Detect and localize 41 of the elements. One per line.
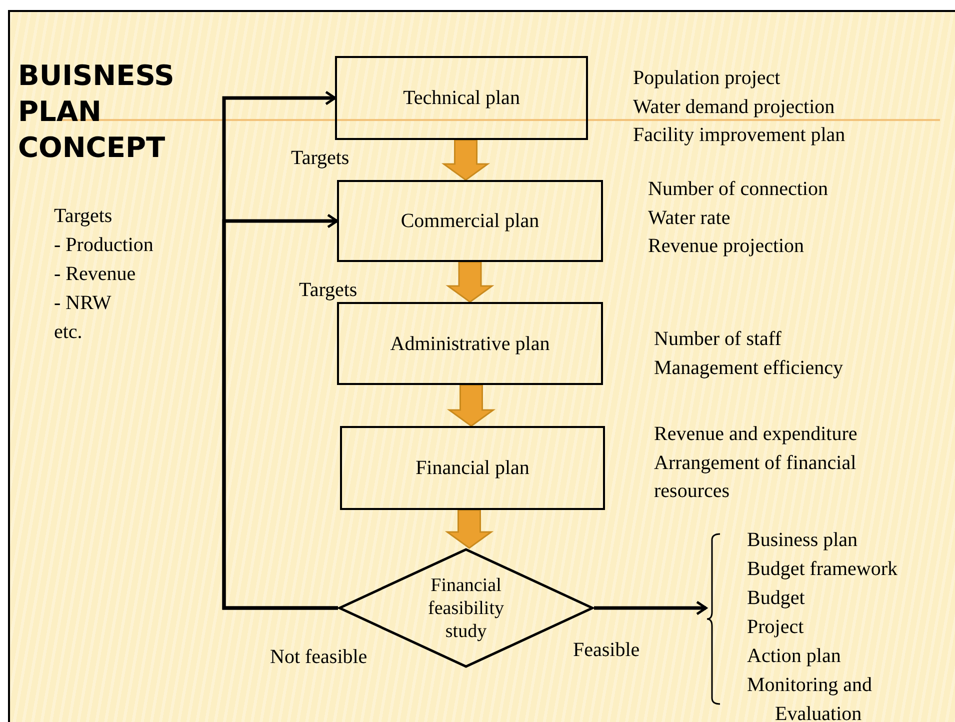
process-box (335, 56, 588, 140)
decision-label: Financial feasibility study (427, 574, 505, 642)
note-text: Targets (299, 278, 358, 302)
block-arrow (446, 384, 496, 427)
title: BUISNESS PLAN CONCEPT (18, 58, 176, 166)
note-text: Targets (54, 204, 112, 228)
detail-text: Water demand projection (633, 94, 836, 120)
list-item: Project (747, 615, 805, 640)
list-item: Budget (747, 586, 806, 611)
detail-text: Revenue and expenditure (654, 422, 858, 447)
detail-text: Management efficiency (654, 356, 844, 380)
box-label: Technical plan (403, 86, 520, 111)
note-text: - NRW (54, 291, 112, 315)
list-item: Business plan (747, 528, 859, 553)
box-label: Commercial plan (400, 209, 540, 234)
detail-text: Arrangement of financial resources (654, 450, 858, 504)
detail-text: Water rate (648, 206, 732, 230)
process-box (337, 302, 603, 385)
detail-text: Number of connection (648, 177, 829, 202)
note-text: - Revenue (54, 262, 136, 286)
process-box (337, 180, 603, 262)
detail-text: Population project (633, 66, 782, 91)
arrow (594, 600, 708, 616)
block-arrow (444, 509, 494, 549)
box-label: Financial plan (416, 456, 530, 481)
edge-label: Feasible (573, 638, 640, 662)
detail-text: Number of staff (654, 327, 782, 352)
edge-label: Not feasible (270, 645, 368, 669)
box-label: Administrative plan (390, 332, 550, 356)
detail-text: Revenue projection (648, 234, 806, 259)
process-box (340, 426, 605, 510)
block-arrow (446, 261, 494, 303)
note-text: - Production (54, 233, 154, 257)
block-arrow (441, 139, 490, 181)
detail-text: Facility improvement plan (633, 123, 846, 148)
list-item: Action plan (747, 644, 842, 669)
list-item: Monitoring and Evaluation (747, 673, 873, 722)
arrow (222, 214, 338, 610)
note-text: etc. (54, 320, 82, 344)
list-item: Budget framework (747, 557, 899, 582)
note-text: Targets (291, 146, 350, 170)
